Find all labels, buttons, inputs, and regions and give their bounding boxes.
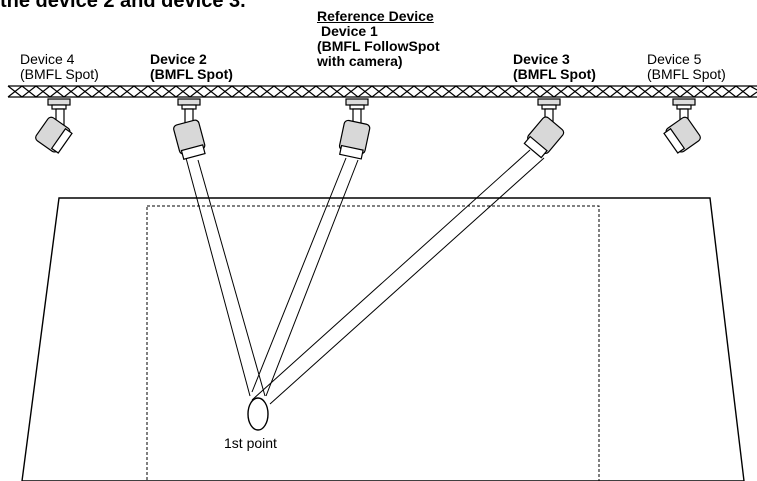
beams bbox=[185, 149, 545, 405]
device-3-model: (BMFL Spot) bbox=[513, 66, 596, 82]
cropped-heading-text: the device 2 and device 3. bbox=[0, 0, 246, 12]
first-point-label: 1st point bbox=[224, 435, 277, 451]
device-5-model: (BMFL Spot) bbox=[647, 66, 726, 82]
device-1-model-line2: with camera) bbox=[317, 53, 403, 69]
device-3-fixture-icon bbox=[523, 98, 565, 159]
device-4-label: Device 4 (BMFL Spot) bbox=[20, 52, 99, 82]
device-1-model-line1: (BMFL FollowSpot bbox=[317, 38, 440, 54]
reference-device-label: Reference Device Device 1 (BMFL FollowSp… bbox=[317, 9, 440, 69]
device-4-name: Device 4 bbox=[20, 51, 75, 67]
device-5-name: Device 5 bbox=[647, 51, 702, 67]
device-2-model: (BMFL Spot) bbox=[150, 66, 233, 82]
device-2-fixture-icon bbox=[173, 98, 206, 161]
first-point-marker bbox=[247, 397, 269, 431]
device-2-label: Device 2 (BMFL Spot) bbox=[150, 52, 233, 82]
device-1-name: Device 1 bbox=[321, 23, 378, 39]
reference-device-title: Reference Device bbox=[317, 8, 434, 24]
device-4-fixture-icon bbox=[35, 98, 73, 154]
device-3-label: Device 3 (BMFL Spot) bbox=[513, 52, 596, 82]
truss bbox=[7, 85, 757, 98]
device-4-model: (BMFL Spot) bbox=[20, 66, 99, 82]
stage-outline bbox=[21, 197, 745, 481]
device-2-name: Device 2 bbox=[150, 51, 207, 67]
device-5-fixture-icon bbox=[663, 98, 701, 154]
device-1-fixture-icon bbox=[338, 98, 371, 160]
stage-dashed-area bbox=[146, 205, 600, 481]
device-5-label: Device 5 (BMFL Spot) bbox=[647, 52, 726, 82]
device-3-name: Device 3 bbox=[513, 51, 570, 67]
